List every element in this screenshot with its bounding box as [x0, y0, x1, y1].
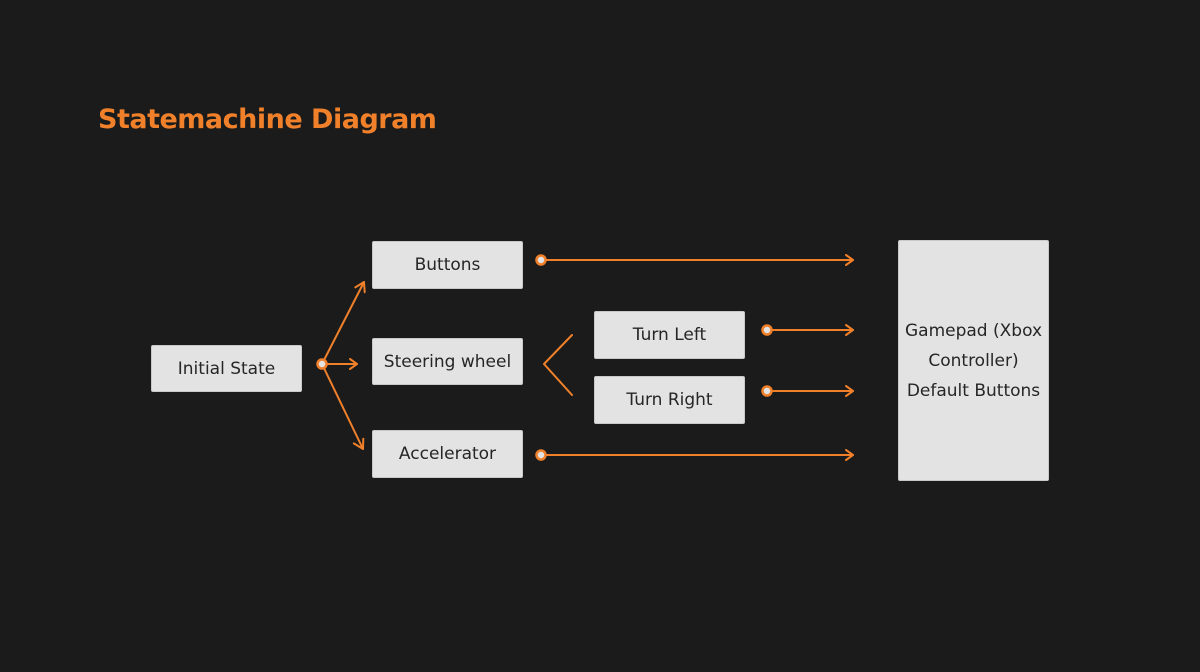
- node-initial-state-label: Initial State: [177, 358, 276, 379]
- node-gamepad-default-buttons[interactable]: Gamepad (Xbox Controller) Default Button…: [898, 240, 1049, 481]
- gamepad-label-line-1: Gamepad (Xbox: [904, 320, 1043, 341]
- port-turn-left: [761, 324, 773, 336]
- node-turn-right-label: Turn Right: [626, 390, 713, 410]
- arrowhead-turnright-to-gamepad: [845, 385, 854, 397]
- gamepad-label: Gamepad (Xbox Controller) Default Button…: [904, 316, 1044, 406]
- port-initial-state: [316, 358, 328, 370]
- edge-initial-to-accelerator: [321, 363, 364, 450]
- gamepad-label-line-3: Default Buttons: [906, 380, 1041, 401]
- node-steering-wheel[interactable]: Steering wheel: [372, 338, 523, 385]
- arrowhead-initial-to-buttons: [354, 281, 366, 294]
- node-buttons-label: Buttons: [414, 255, 481, 275]
- port-buttons: [535, 254, 547, 266]
- arrowhead-accelerator-to-gamepad: [845, 449, 854, 461]
- diagram-title: Statemachine Diagram: [98, 104, 437, 135]
- gamepad-label-line-2: Controller): [928, 350, 1019, 371]
- node-turn-left[interactable]: Turn Left: [594, 311, 745, 359]
- arrowhead-initial-to-steering: [349, 358, 358, 370]
- node-accelerator-label: Accelerator: [398, 444, 497, 464]
- node-turn-right[interactable]: Turn Right: [594, 376, 745, 424]
- node-buttons[interactable]: Buttons: [372, 241, 523, 289]
- arrowhead-buttons-to-gamepad: [845, 254, 854, 266]
- node-initial-state[interactable]: Initial State: [151, 345, 302, 392]
- node-turn-left-label: Turn Left: [632, 325, 707, 345]
- port-turn-right: [761, 385, 773, 397]
- node-steering-wheel-label: Steering wheel: [383, 351, 512, 372]
- arrowhead-initial-to-accelerator: [352, 437, 365, 450]
- node-accelerator[interactable]: Accelerator: [372, 430, 523, 478]
- edge-steering-split: [543, 334, 573, 396]
- arrowhead-turnleft-to-gamepad: [845, 324, 854, 336]
- port-accelerator: [535, 449, 547, 461]
- edge-initial-to-buttons: [321, 281, 365, 365]
